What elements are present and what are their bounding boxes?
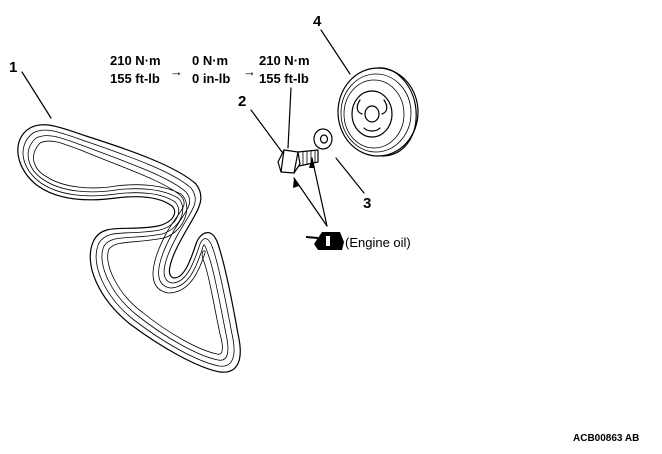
drive-belt [17, 124, 241, 373]
washer [313, 128, 333, 150]
lubricant-label: (Engine oil) [345, 235, 411, 250]
callout-2: 2 [238, 93, 246, 110]
pulley-bolt [277, 149, 319, 174]
callout-4: 4 [313, 13, 322, 30]
torque-step1-metric: 210 N·m [110, 53, 161, 68]
torque-step2-metric: 0 N·m [192, 53, 228, 68]
callout-1: 1 [9, 59, 17, 76]
torque-step3-imperial: 155 ft-lb [259, 71, 309, 86]
figure-code: ACB00863 AB [573, 433, 639, 444]
torque-arrow-2: → [243, 64, 256, 79]
torque-arrow-1: → [170, 64, 183, 79]
oil-can-icon [305, 232, 344, 250]
callout-3: 3 [363, 195, 371, 212]
leader-lines [21, 29, 365, 227]
torque-step3-metric: 210 N·m [259, 53, 310, 68]
torque-step1-imperial: 155 ft-lb [110, 71, 160, 86]
crankshaft-pulley [337, 67, 419, 157]
torque-step2-imperial: 0 in-lb [192, 71, 230, 86]
